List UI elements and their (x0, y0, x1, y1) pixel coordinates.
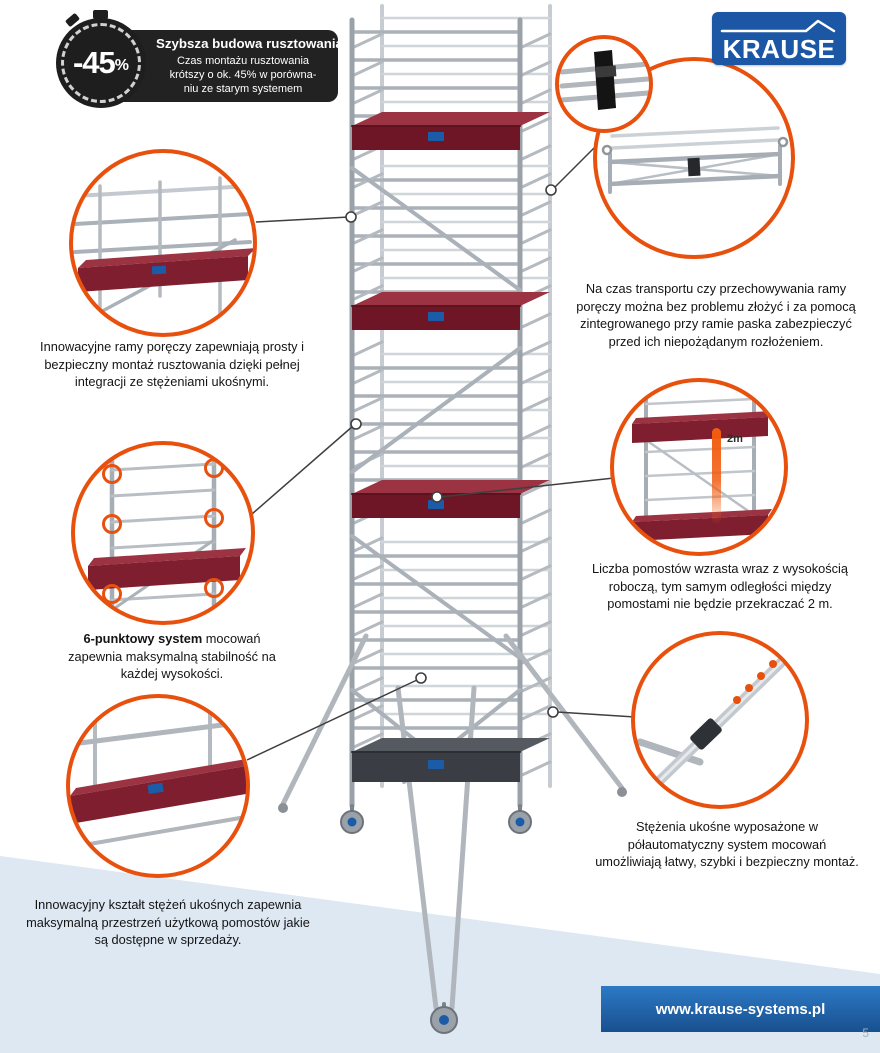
height-marker-label: 2m (727, 433, 743, 445)
speed-badge-line1: Czas montażu rusztowania (176, 54, 310, 67)
detail-circle-brace-coupler (631, 631, 809, 809)
percent-sign: % (114, 57, 130, 74)
detail-circle-platform-spacing: 2m (610, 378, 788, 556)
detail-circle-strap (555, 35, 653, 133)
logo-text: KRAUSE (722, 34, 836, 64)
speed-badge-title: Szybsza budowa rusztowania (156, 35, 343, 51)
note-platform-spacing: Liczba pomostów wzrasta wraz z wysokości… (591, 561, 849, 612)
footer-url-bar: www.krause-systems.pl (601, 986, 880, 1032)
note-six-point-rest: mocowań zapewnia maksymalną stabilność n… (68, 631, 276, 682)
platform-2 (351, 292, 550, 330)
height-marker-bar (712, 428, 721, 524)
stopwatch-crown (93, 10, 108, 19)
coupler-orange-dots (733, 660, 777, 704)
speed-badge-line3: niu ze starym systemem (183, 83, 303, 96)
note-guardrail-frames: Innowacyjne ramy poręczy zapewniają pros… (40, 339, 304, 390)
callout-connector-lines (246, 141, 636, 761)
note-transport-folding: Na czas transportu czy przechowywania ra… (576, 281, 856, 349)
caster-wheel-front (430, 1002, 458, 1034)
diagonal-braces (350, 166, 522, 784)
stopwatch-icon: -45 % (56, 18, 146, 108)
detail-circle-guardrail-platform (69, 149, 257, 337)
krause-logo: KRAUSE (712, 12, 846, 65)
detail-circle-six-point-system (71, 441, 255, 625)
callout-anchor-dots (345, 184, 559, 718)
caster-wheel-right (508, 804, 532, 834)
logo-roofline-icon (720, 19, 836, 33)
detail-circle-platform-edge (66, 694, 250, 878)
stabilizer-outriggers (280, 633, 625, 1011)
caster-wheel-left (340, 804, 364, 834)
platform-base-deck (351, 738, 550, 782)
scaffold-tower-illustration (278, 4, 627, 1034)
note-six-point-system: 6-punktowy system mocowań zapewnia maksy… (64, 630, 280, 683)
percent-value: -45 (72, 45, 116, 80)
footer-url-link[interactable]: www.krause-systems.pl (655, 1000, 826, 1018)
note-brace-shape: Innowacyjny kształt stężeń ukośnych zape… (26, 897, 310, 948)
speed-badge-line2: krótszy o ok. 45% w porówna- (169, 68, 317, 81)
page-number: 5 (862, 1026, 869, 1040)
note-diagonal-braces: Stężenia ukośne wyposażone w półautomaty… (595, 819, 859, 870)
platform-1 (351, 112, 550, 150)
note-six-point-bold: 6-punktowy system (83, 631, 203, 646)
